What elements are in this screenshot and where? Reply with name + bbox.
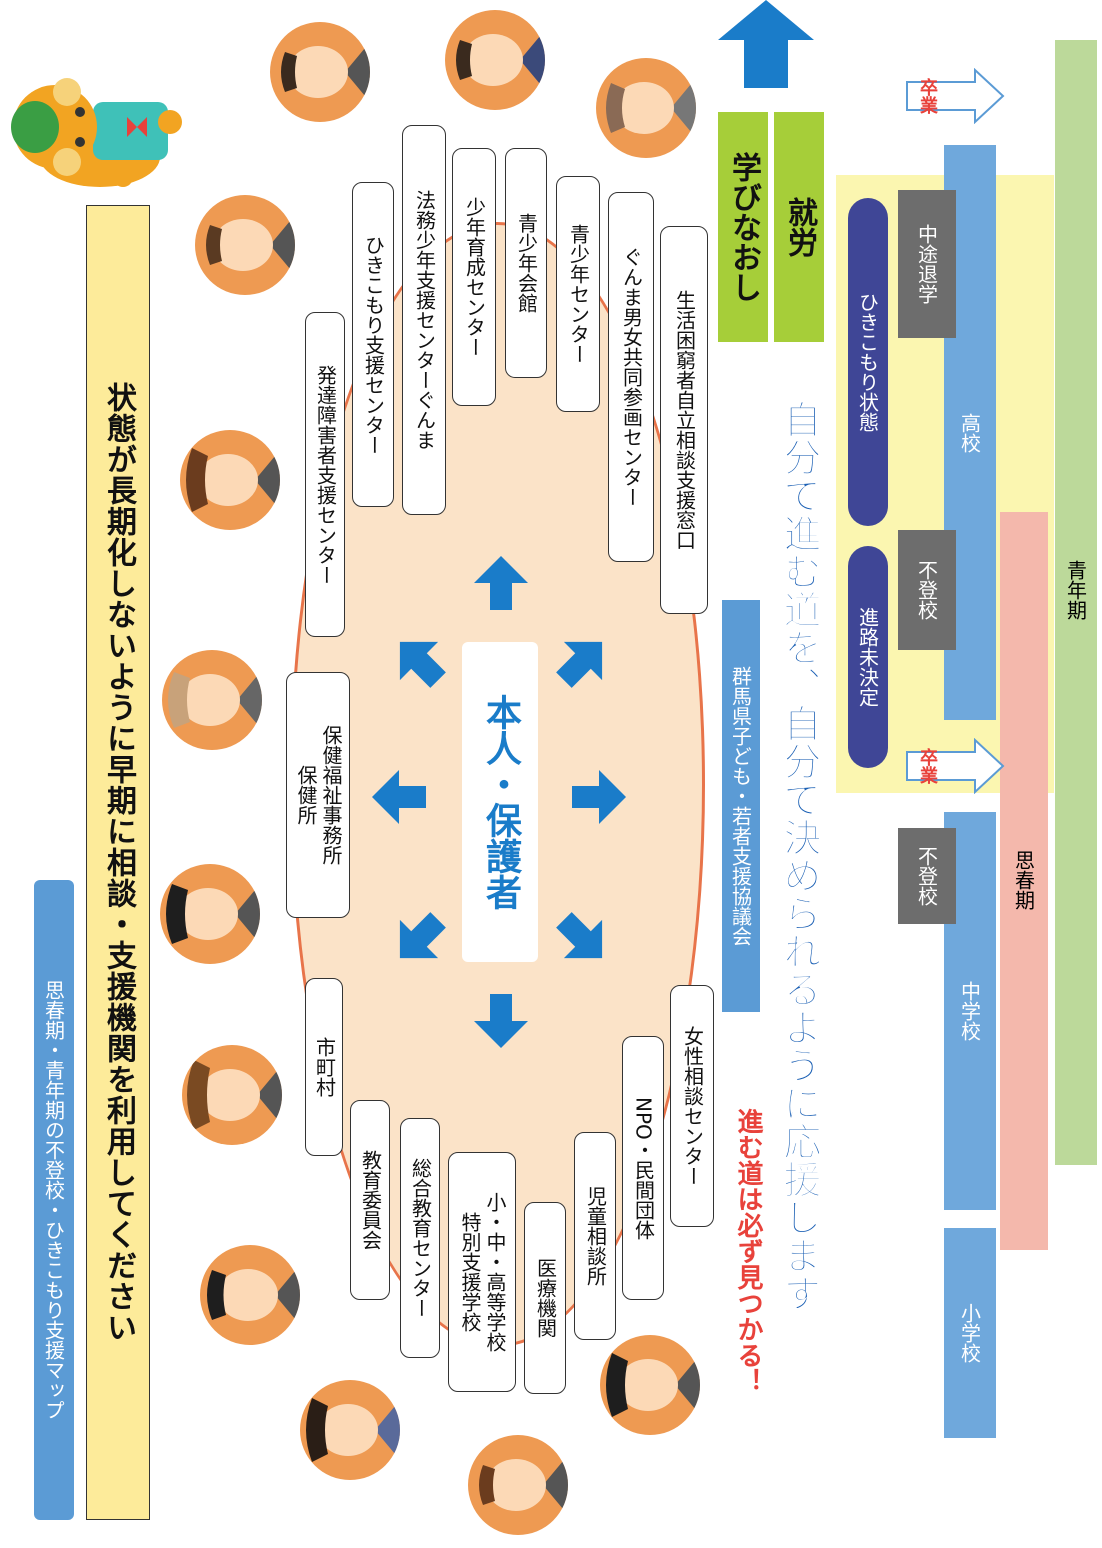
council-label: 群馬県子ども・若者支援協議会	[722, 600, 760, 1012]
relearn-box: 学びなおし	[718, 112, 768, 342]
person-face-icon	[600, 1335, 700, 1435]
center-label-a: 本人・	[480, 694, 521, 802]
elementary-bar: 小学校	[944, 1228, 996, 1438]
org-gender-equality: ぐんま男女共同参画センター	[608, 192, 654, 562]
org-board-of-education: 教育委員会	[350, 1100, 390, 1300]
graduation-label-2: 卒業	[917, 78, 938, 114]
org-youth-center: 青少年センター	[556, 176, 600, 412]
person-face-icon	[162, 650, 262, 750]
big-up-arrow-icon	[718, 0, 814, 88]
person-face-icon	[300, 1380, 400, 1480]
work-box: 就労	[774, 112, 824, 342]
person-face-icon	[445, 10, 545, 110]
subtitle-text: 思春期・青年期の不登校・ひきこもり支援マップ	[41, 980, 66, 1420]
org-youth-hall: 青少年会館	[505, 148, 547, 378]
page-title-text: 状態が長期化しないように早期に相談・支援機関を利用してください	[101, 382, 136, 1343]
arrow-down-icon	[474, 994, 528, 1048]
futoko-hs-box: 不登校	[898, 530, 956, 650]
person-face-icon	[195, 195, 295, 295]
arrow-down-right-icon	[556, 912, 610, 966]
org-youth-guidance: 少年育成センター	[452, 148, 496, 406]
graduation-arrow-2-icon	[905, 67, 1005, 125]
message-red: 進む道は必ず見つかる！	[733, 1108, 763, 1394]
person-face-icon	[160, 864, 260, 964]
person-face-icon	[182, 1045, 282, 1145]
org-hikikomori-center: ひきこもり支援センター	[352, 182, 394, 507]
org-medical: 医療機関	[524, 1202, 566, 1394]
person-face-icon	[596, 58, 696, 158]
arrow-up-icon	[474, 556, 528, 610]
subtitle-badge: 思春期・青年期の不登校・ひきこもり支援マップ	[34, 880, 74, 1520]
message-blue: 自分で進む道を、自分で決められるように応援します	[777, 400, 822, 1313]
org-women-center: 女性相談センター	[670, 985, 714, 1227]
youth-bar	[1055, 40, 1097, 1165]
org-schools: 小・中・高等学校 特別支援学校	[448, 1152, 516, 1392]
arrow-right-icon	[572, 770, 626, 824]
arrow-down-left-icon	[392, 912, 446, 966]
org-child-guidance: 児童相談所	[574, 1132, 616, 1340]
person-face-icon	[468, 1435, 568, 1535]
person-face-icon	[200, 1245, 300, 1345]
arrow-up-left-icon	[392, 634, 446, 688]
center-person-guardian: 本人・保護者	[462, 642, 538, 962]
org-livelihood-support: 生活困窮者自立相談支援窓口	[660, 226, 708, 614]
arrow-up-right-icon	[556, 634, 610, 688]
graduation-arrow-1-icon	[905, 737, 1005, 795]
arrow-left-icon	[372, 770, 426, 824]
center-label-b: 保護者	[480, 802, 521, 910]
puberty-bar	[1000, 512, 1048, 1250]
org-juvenile-support: 法務少年支援センターぐんま	[402, 125, 446, 515]
futoko-jh-box: 不登校	[898, 828, 956, 924]
org-health-welfare: 保健福祉事務所 保健所	[286, 672, 350, 918]
puberty-label: 思春期	[1011, 850, 1036, 910]
org-education-center: 総合教育センター	[400, 1118, 440, 1358]
hikikomori-oval: ひきこもり状態	[848, 198, 888, 526]
graduation-label-1: 卒業	[917, 748, 938, 784]
person-face-icon	[180, 430, 280, 530]
org-npo: NPO・民間団体	[622, 1036, 664, 1300]
youth-label: 青年期	[1063, 560, 1088, 620]
org-developmental: 発達障害者支援センター	[305, 312, 345, 637]
person-face-icon	[270, 22, 370, 122]
page-title: 状態が長期化しないように早期に相談・支援機関を利用してください	[86, 205, 150, 1520]
org-municipality: 市町村	[305, 978, 343, 1156]
dropout-box: 中途退学	[898, 190, 956, 338]
undecided-oval: 進路未決定	[848, 546, 888, 768]
mascot-illustration	[5, 62, 195, 192]
